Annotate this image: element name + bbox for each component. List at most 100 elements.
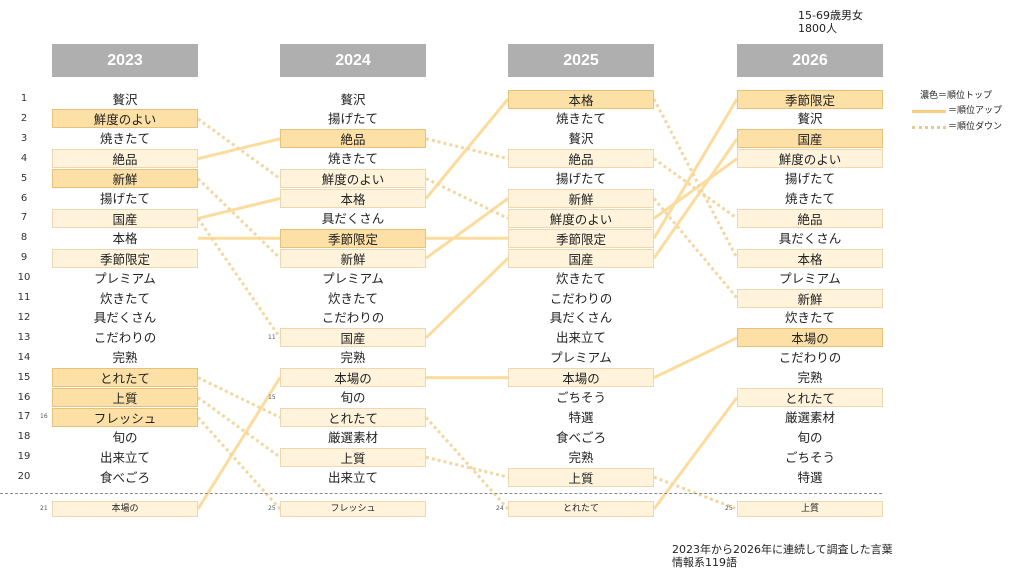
connection-line-up [652, 396, 739, 510]
word-cell-2024: 上質 [280, 447, 426, 467]
word-cell-2026: ごちそう [784, 449, 835, 465]
rank-number: 17 [17, 411, 31, 423]
word-cell-2025: 鮮度のよい [508, 208, 654, 228]
word-cell-2024: 出来立て [327, 469, 378, 485]
rank-number: 9 [20, 252, 28, 264]
word-cell-2024: 焼きたて [327, 151, 378, 167]
word-cell-2023: プレミアム [94, 270, 156, 286]
word-cell-2025: 特選 [568, 409, 594, 425]
word-cell-2024: 新鮮 [280, 248, 426, 268]
word-cell-2025: こだわりの [549, 290, 613, 306]
word-cell-2026: 厳選素材 [784, 409, 835, 425]
word-cell-2023: 贅沢 [112, 91, 138, 107]
rank-number: 7 [20, 212, 28, 224]
rank-number: 4 [20, 152, 28, 164]
word-cell-2025: 食べごろ [555, 429, 606, 445]
word-cell-2026: 旬の [797, 429, 823, 445]
connection-line-down [652, 197, 739, 299]
word-cell-2024: 鮮度のよい [280, 169, 426, 189]
word-cell-2026: とれたて [737, 388, 883, 407]
word-cell-2026: 完熟 [797, 370, 823, 386]
word-cell-2024: 本格 [280, 189, 426, 208]
word-cell-2025: 出来立て [555, 330, 606, 346]
word-cell-2026: 特選 [797, 469, 823, 485]
word-cell-2025: 完熟 [568, 449, 594, 465]
word-cell-2024: 完熟 [340, 350, 366, 366]
word-cell-2026: 本格 [737, 248, 883, 268]
word-cell-2024: 絶品 [280, 129, 426, 149]
word-cell-2023: 炊きたて [99, 290, 150, 306]
word-cell-2026: 鮮度のよい [737, 149, 883, 169]
rank-number: 8 [20, 232, 28, 244]
connection-line-down [425, 137, 509, 161]
rank-number: 13 [17, 331, 31, 343]
legend-down-label: ＝順位ダウン [948, 122, 1003, 132]
survey-note-line-2: 1800人 [798, 22, 837, 35]
word-cell-2023: 具だくさん [93, 310, 157, 326]
dashed-divider [0, 493, 882, 494]
survey-note-line-1: 15-69歳男女 [798, 9, 863, 22]
connection-line-down [197, 117, 281, 180]
side-rank-label: 15 [268, 393, 276, 401]
side-rank-label: 16 [40, 413, 48, 421]
word-cell-2024: 厳選素材 [327, 429, 378, 445]
word-cell-2025: ごちそう [555, 390, 606, 405]
extra-word-cell-2025: とれたて [508, 501, 654, 517]
connection-line-up [197, 197, 281, 220]
connection-line-up [653, 157, 738, 220]
rank-number: 14 [17, 351, 31, 363]
rank-number: 6 [20, 192, 28, 204]
year-header-2023: 2023 [52, 44, 198, 77]
word-cell-2025: 国産 [508, 248, 654, 268]
word-cell-2025: 贅沢 [568, 131, 594, 147]
rank-number: 1 [20, 93, 28, 104]
connection-line-up [424, 257, 510, 339]
rank-number: 11 [17, 292, 31, 303]
legend-up-line [912, 110, 946, 113]
word-cell-2023: 本格 [112, 230, 138, 246]
word-cell-2023: 食べごろ [99, 469, 150, 485]
word-cell-2025: 揚げたて [555, 171, 606, 187]
legend-up-label: ＝順位アップ [948, 106, 1003, 116]
word-cell-2026: プレミアム [779, 270, 841, 286]
word-cell-2026: 季節限定 [737, 89, 883, 109]
extra-rank-2024: 25 [268, 505, 276, 512]
word-cell-2025: 季節限定 [508, 228, 654, 248]
word-cell-2023: 季節限定 [52, 248, 198, 268]
rank-number: 20 [17, 471, 31, 483]
extra-word-cell-2024: フレッシュ [280, 501, 426, 517]
connection-line-down [196, 416, 282, 511]
word-cell-2025: 新鮮 [508, 189, 654, 208]
word-cell-2025: 本格 [508, 89, 654, 109]
word-cell-2023: 鮮度のよい [52, 109, 198, 129]
word-cell-2024: 国産 [280, 328, 426, 348]
word-cell-2024: 具だくさん [321, 210, 385, 226]
word-cell-2023: とれたて [52, 368, 198, 388]
word-cell-2026: 新鮮 [737, 288, 883, 308]
connection-line-down [653, 157, 738, 220]
word-cell-2023: 出来立て [99, 449, 150, 465]
connection-line-up [196, 376, 282, 510]
word-cell-2024: 本場の [280, 368, 426, 388]
word-cell-2023: 絶品 [52, 149, 198, 169]
word-cell-2023: フレッシュ [52, 407, 198, 427]
word-cell-2026: 絶品 [737, 208, 883, 228]
connection-line-down [196, 177, 282, 260]
rank-number: 19 [17, 451, 31, 463]
word-cell-2023: こだわりの [93, 330, 157, 346]
word-cell-2025: 具だくさん [549, 310, 613, 326]
connection-line-up [652, 137, 739, 260]
side-rank-label: 11 [268, 333, 276, 341]
connection-line-down [197, 396, 281, 459]
connection-line-down [196, 217, 282, 339]
extra-rank-2026: 25 [725, 505, 733, 512]
rank-number: 3 [20, 132, 28, 144]
connection-line-up [652, 98, 739, 240]
rank-number: 5 [20, 172, 28, 184]
rank-number: 10 [17, 272, 31, 284]
connection-line-down [425, 177, 509, 220]
word-cell-2024: 炊きたて [327, 290, 378, 306]
legend-down-line [912, 126, 946, 129]
legend-top-label: 濃色＝順位トップ [920, 91, 993, 101]
